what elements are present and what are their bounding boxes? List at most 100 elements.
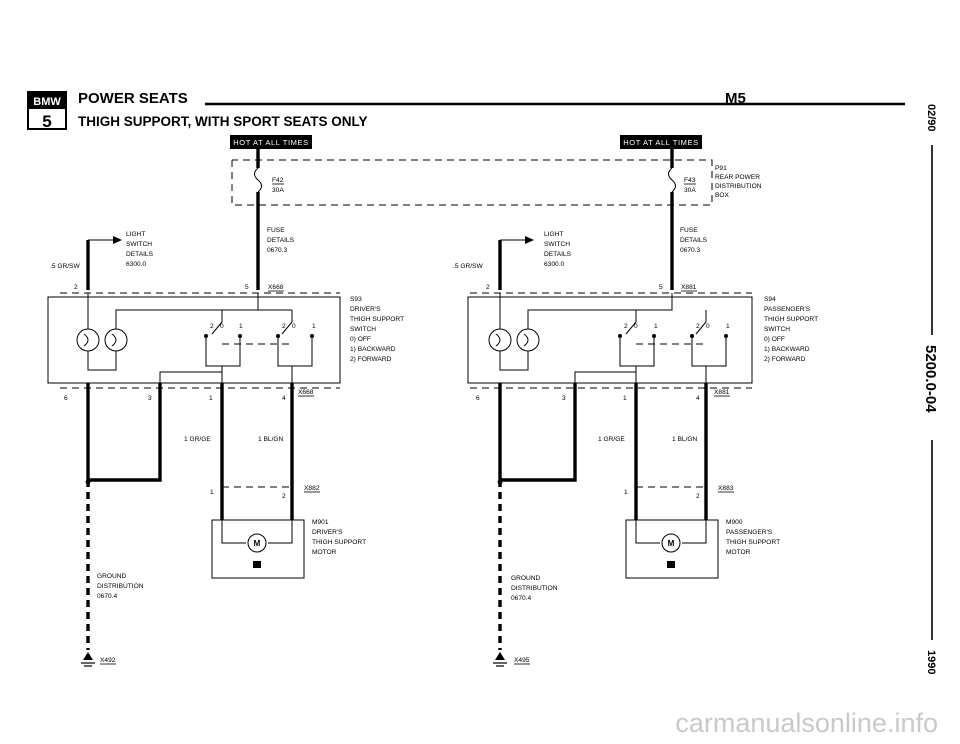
passenger-ground-1: GROUND — [511, 575, 541, 582]
driver-light-details-2: SWITCH — [126, 241, 152, 248]
passenger-ground-icon — [493, 652, 507, 667]
driver-conn-mid-id: X668 — [298, 389, 314, 396]
passenger-conn-top-id: X881 — [681, 284, 697, 291]
driver-motor-desc-3: MOTOR — [312, 549, 337, 556]
driver-light-details-3: DETAILS — [126, 251, 154, 258]
bmw-5-badge: BMW 5 — [27, 91, 67, 131]
driver-fuse-details-1: FUSE — [267, 227, 285, 234]
passenger-pin-6: 6 — [476, 395, 480, 402]
passenger-switch-contacts: 2 0 1 2 0 1 — [574, 310, 730, 383]
driver-ground-id: X492 — [100, 657, 116, 664]
side-date: 02/90 — [925, 104, 937, 132]
passenger-pos-2a: 2 — [624, 323, 628, 330]
box-label-line-1: P91 — [715, 165, 727, 172]
driver-motor-desc-2: THIGH SUPPORT — [312, 539, 366, 546]
passenger-wire-1-label: 1 GR/GE — [598, 436, 625, 443]
passenger-motor-symbol: M — [668, 539, 675, 548]
driver-ground-3: 0670.4 — [97, 593, 118, 600]
driver-motor-ground-block — [253, 561, 261, 568]
passenger-light-switch-arrow-icon — [525, 236, 534, 244]
passenger-indicator-lamps — [488, 293, 673, 371]
driver-wire-1-label: 1 GR/GE — [184, 436, 211, 443]
passenger-light-details-3: DETAILS — [544, 251, 572, 258]
passenger-fuse-details-3: 0670.3 — [680, 247, 701, 254]
page-title: POWER SEATS — [78, 90, 188, 107]
passenger-conn-mid-id: X881 — [714, 389, 730, 396]
driver-motor-conn-id: X882 — [304, 485, 320, 492]
badge-top-text: BMW — [33, 96, 61, 108]
passenger-pos-1b: 1 — [726, 323, 730, 330]
passenger-switch-pos-forward: 2) FORWARD — [764, 356, 806, 363]
passenger-lamp-return-wire — [500, 383, 577, 482]
driver-motor-m901 — [211, 519, 305, 579]
passenger-fuse-id: F43 — [684, 177, 696, 184]
passenger-light-details-1: LIGHT — [544, 231, 563, 238]
driver-pin-6: 6 — [64, 395, 68, 402]
passenger-wire-gr-sw: .5 GR/SW — [453, 263, 483, 270]
driver-pos-1a: 1 — [239, 323, 243, 330]
passenger-circuit: HOT AT ALL TIMES F43 30A FUSE DETAILS 06… — [453, 135, 818, 667]
passenger-switch-s94 — [467, 296, 753, 384]
driver-motor-symbol: M — [254, 539, 261, 548]
passenger-motor-desc-2: THIGH SUPPORT — [726, 539, 780, 546]
passenger-pos-1a: 1 — [654, 323, 658, 330]
driver-fuse-details-2: DETAILS — [267, 237, 295, 244]
driver-pos-0a: 0 — [220, 323, 224, 330]
driver-motor-pin-1: 1 — [210, 489, 214, 496]
driver-switch-desc-3: SWITCH — [350, 326, 376, 333]
side-year: 1990 — [925, 650, 937, 674]
passenger-motor-pin-1: 1 — [624, 489, 628, 496]
driver-switch-s93 — [47, 296, 341, 384]
driver-switch-desc-2: THIGH SUPPORT — [350, 316, 404, 323]
passenger-wire-2-label: 1 BL/GN — [672, 436, 698, 443]
passenger-ground-id: X495 — [514, 657, 530, 664]
driver-motor-id: M901 — [312, 519, 329, 526]
driver-switch-desc-1: DRIVER'S — [350, 306, 381, 313]
page-subtitle: THIGH SUPPORT, WITH SPORT SEATS ONLY — [78, 114, 368, 129]
passenger-pos-0b: 0 — [706, 323, 710, 330]
header: BMW 5 POWER SEATS THIGH SUPPORT, WITH SP… — [27, 90, 905, 131]
driver-pin-1: 1 — [209, 395, 213, 402]
driver-light-switch-arrow-icon — [113, 236, 122, 244]
passenger-conn-pin-5: 5 — [659, 284, 663, 291]
passenger-light-details-4: 6300.0 — [544, 261, 565, 268]
passenger-fuse-f43 — [668, 167, 676, 193]
passenger-switch-desc-1: PASSENGER'S — [764, 306, 811, 313]
driver-fuse-id: F42 — [272, 177, 284, 184]
passenger-ground-3: 0670.4 — [511, 595, 532, 602]
passenger-motor-conn-id: X883 — [718, 485, 734, 492]
driver-switch-contacts: 2 0 1 2 0 1 — [159, 309, 316, 383]
driver-hot-at-all-times-bar — [230, 135, 312, 149]
box-label-line-3: DISTRIBUTION — [715, 183, 762, 190]
driver-switch-id: S93 — [350, 296, 362, 303]
passenger-motor-desc-1: PASSENGER'S — [726, 529, 773, 536]
passenger-ground-2: DISTRIBUTION — [511, 585, 558, 592]
watermark: carmanualsonline.info — [675, 708, 938, 738]
passenger-motor-m900 — [625, 519, 719, 579]
driver-light-details-1: LIGHT — [126, 231, 145, 238]
driver-motor-icon — [247, 533, 267, 553]
passenger-pin-3: 3 — [562, 395, 566, 402]
driver-pos-1b: 1 — [312, 323, 316, 330]
driver-hot-label: HOT AT ALL TIMES — [233, 138, 308, 147]
passenger-motor-pin-2: 2 — [696, 493, 700, 500]
driver-lamp-return-wire — [88, 383, 162, 482]
passenger-pos-0a: 0 — [634, 323, 638, 330]
driver-conn-pin-5: 5 — [245, 284, 249, 291]
driver-indicator-lamps — [76, 293, 259, 371]
passenger-motor-id: M900 — [726, 519, 743, 526]
driver-wire-gr-sw: .5 GR/SW — [50, 263, 80, 270]
power-distribution-box: P91 REAR POWER DISTRIBUTION BOX — [231, 159, 762, 206]
driver-conn-pin-2: 2 — [74, 284, 78, 291]
driver-switch-pos-backward: 1) BACKWARD — [350, 346, 396, 353]
driver-fuse-details-3: 0670.3 — [267, 247, 288, 254]
passenger-motor-desc-3: MOTOR — [726, 549, 751, 556]
driver-switch-pos-forward: 2) FORWARD — [350, 356, 392, 363]
passenger-switch-pos-backward: 1) BACKWARD — [764, 346, 810, 353]
box-label-line-4: BOX — [715, 192, 730, 199]
passenger-pos-2b: 2 — [696, 323, 700, 330]
badge-bottom-text: 5 — [42, 112, 51, 131]
passenger-conn-pin-2: 2 — [486, 284, 490, 291]
passenger-fuse-details-2: DETAILS — [680, 237, 708, 244]
driver-wire-2-label: 1 BL/GN — [258, 436, 284, 443]
